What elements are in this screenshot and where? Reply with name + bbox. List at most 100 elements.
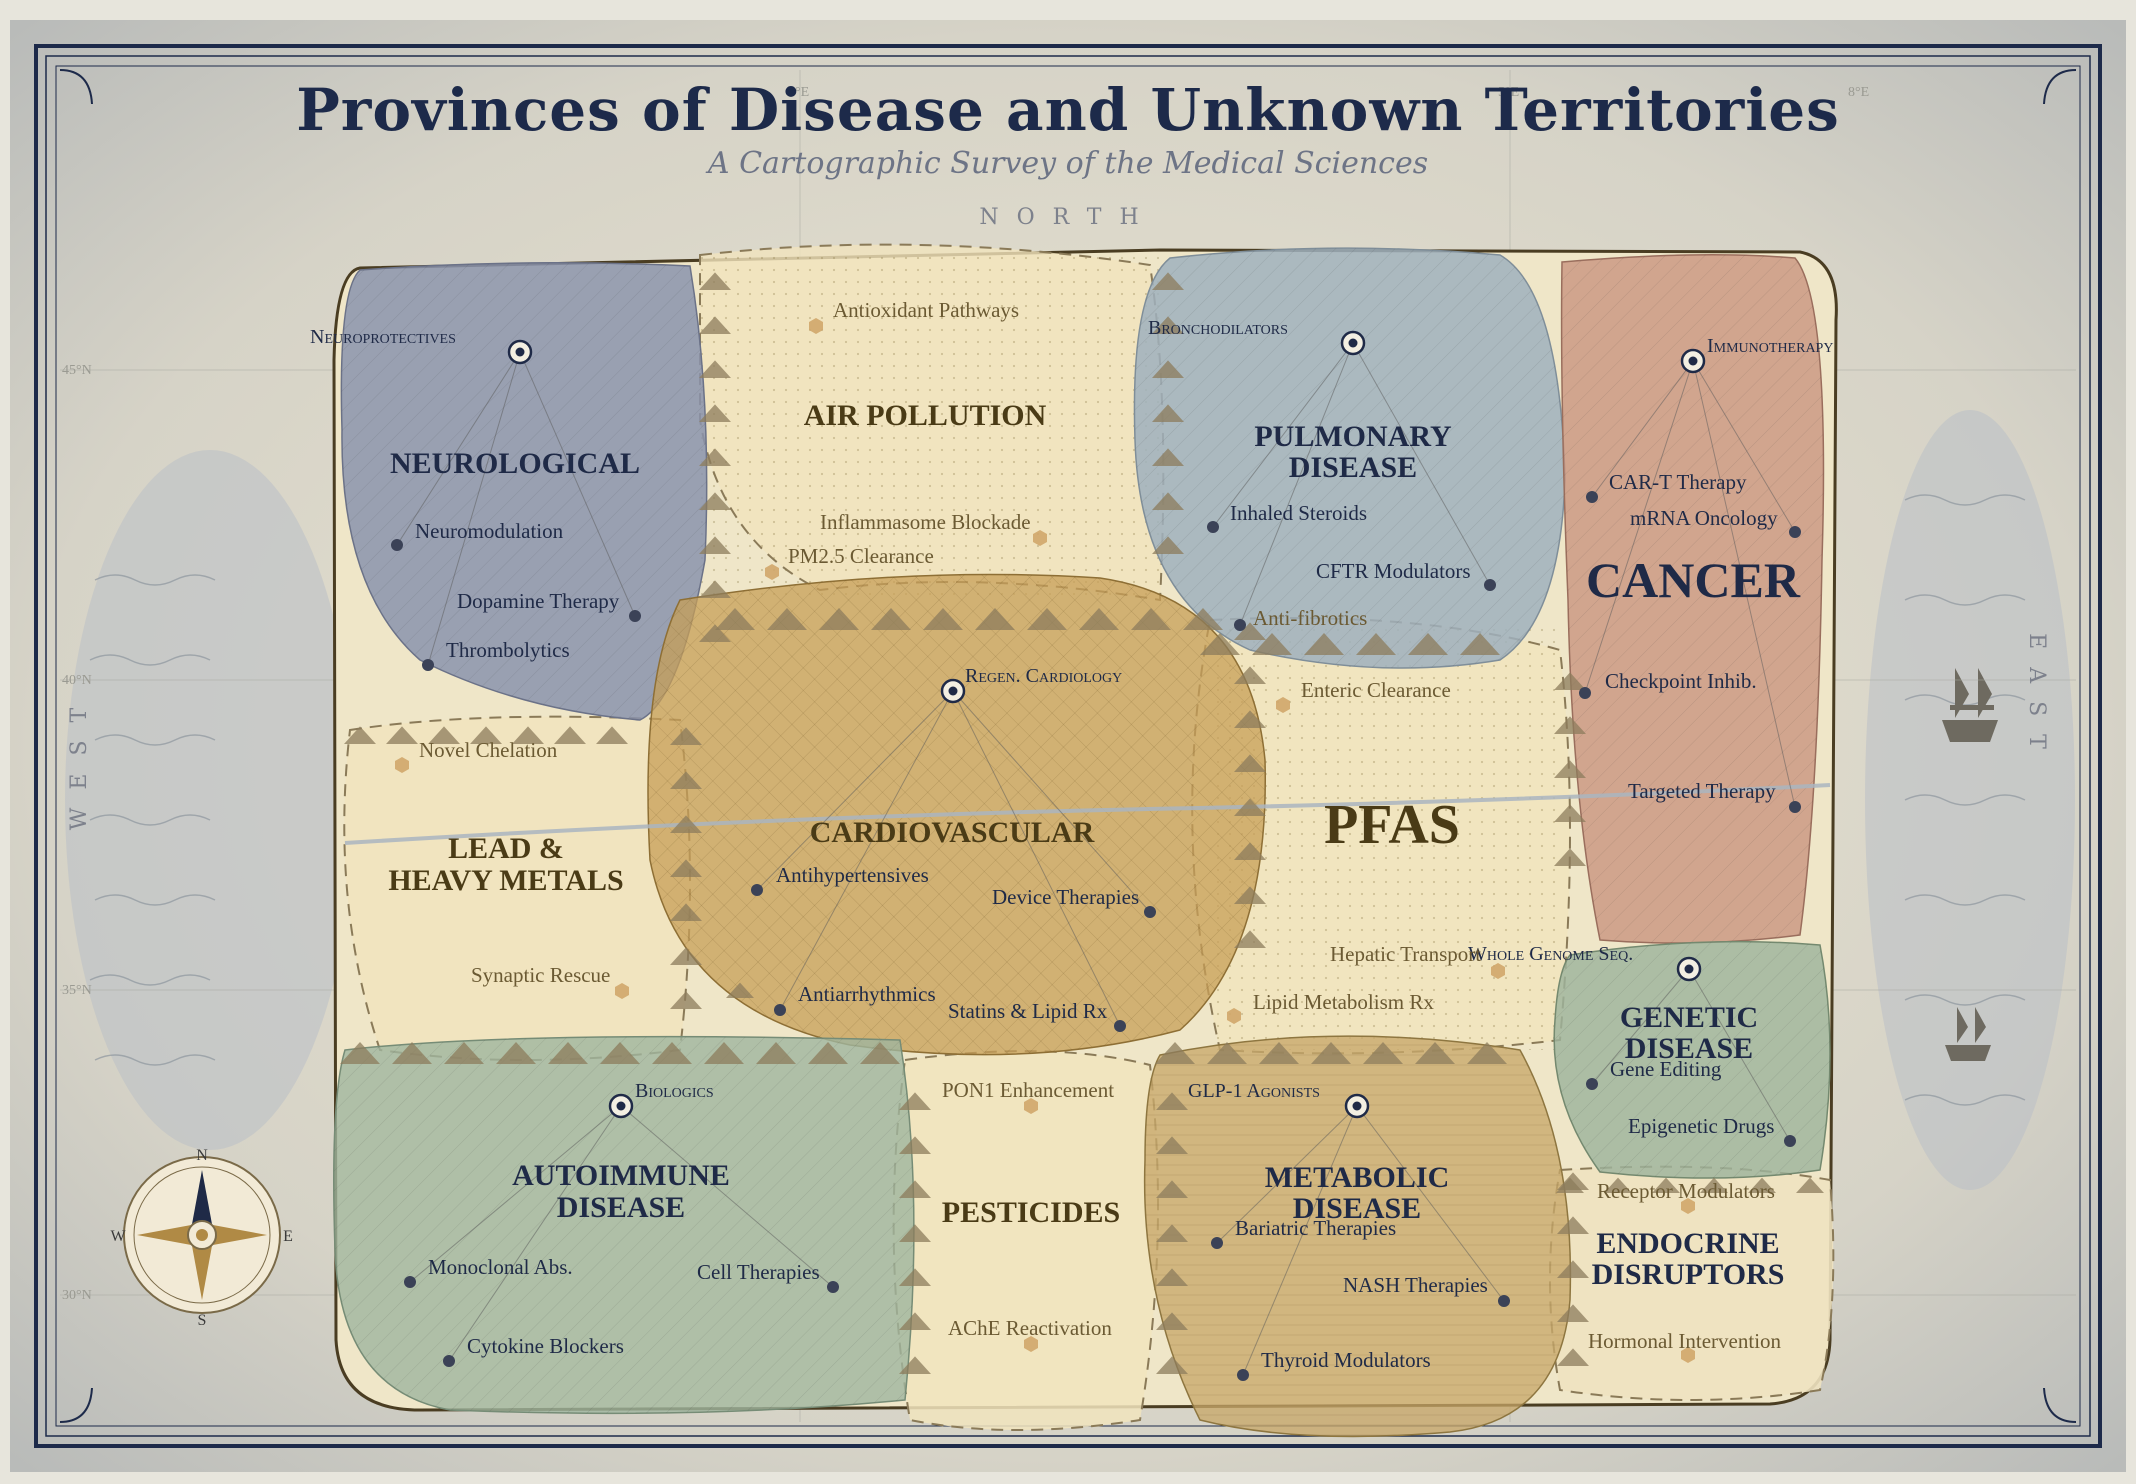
lat-label: 40°N	[62, 673, 92, 688]
territory-label-lead-line1: LEAD &	[448, 832, 564, 865]
mountain-icon	[899, 1224, 931, 1242]
mountain-icon	[756, 1042, 796, 1064]
hub-label-neuroprotectives: Neuroprotectives	[310, 326, 456, 348]
mountain-icon	[899, 1180, 931, 1198]
pfas-texture	[1210, 620, 1560, 1050]
hub-label-glp1-agonists: GLP-1 Agonists	[1188, 1080, 1320, 1102]
territory-item-hepatic-transport: Hepatic Transport	[1330, 942, 1481, 966]
therapy-label-nash-therapies: NASH Therapies	[1343, 1273, 1488, 1297]
west-sea	[65, 450, 355, 1150]
mountain-icon	[1234, 842, 1266, 860]
mountain-icon	[699, 448, 731, 466]
ship-icon	[1945, 1007, 1991, 1061]
genetic-hatch	[1554, 941, 1830, 1179]
hub-label-regen-cardiology: Regen. Cardiology	[965, 665, 1122, 687]
mountain-icon	[1652, 1177, 1680, 1193]
mountain-icon	[1234, 754, 1266, 772]
mountain-icon	[726, 982, 754, 998]
mountain-icon	[554, 726, 586, 744]
therapy-label-cell-therapies: Cell Therapies	[697, 1260, 820, 1284]
therapy-label-bariatric-therapies: Bariatric Therapies	[1235, 1216, 1396, 1240]
mountain-icon	[704, 1042, 744, 1064]
autoimmune-hatch	[333, 1036, 914, 1414]
mountain-icon	[1156, 1180, 1188, 1198]
mountain-icon	[1557, 1304, 1589, 1322]
mountain-icon	[1460, 633, 1500, 655]
mountain-icon	[596, 726, 628, 744]
mountain-icon	[899, 1312, 931, 1330]
mountain-icon	[444, 1042, 484, 1064]
mountain-icon	[808, 1042, 848, 1064]
territory-item-inflammasome-blockade: Inflammasome Blockade	[820, 510, 1031, 534]
province-label-genetic-line1: GENETIC	[1620, 1001, 1758, 1034]
mountain-icon	[1259, 1042, 1299, 1064]
mountain-icon	[1557, 1348, 1589, 1366]
map-title: Provinces of Disease and Unknown Territo…	[296, 76, 1840, 144]
mountain-icon	[1700, 1177, 1728, 1193]
mountain-icon	[1234, 710, 1266, 728]
province-label-cardiovascular: CARDIOVASCULAR	[810, 816, 1095, 849]
mountain-icon	[699, 580, 731, 598]
mountain-icon	[1152, 360, 1184, 378]
territory-item-lipid-metabolism-rx: Lipid Metabolism Rx	[1253, 990, 1434, 1014]
mountain-icon	[1156, 1356, 1188, 1374]
therapy-label-thrombolytics: Thrombolytics	[446, 638, 570, 662]
mountain-icon	[1234, 930, 1266, 948]
province-label-genetic-line2: DISEASE	[1625, 1032, 1753, 1065]
mountain-icon	[1152, 448, 1184, 466]
therapy-label-anti-fibrotics: Anti-fibrotics	[1253, 606, 1367, 630]
province-label-autoimmune-line2: DISEASE	[557, 1191, 685, 1224]
mountain-icon	[1156, 1224, 1188, 1242]
cancer-hatch	[1561, 254, 1824, 944]
mountain-icon	[899, 1356, 931, 1374]
therapy-label-neuromodulation: Neuromodulation	[415, 519, 564, 543]
mountain-icon	[715, 608, 755, 630]
therapy-label-cytokine-blockers: Cytokine Blockers	[467, 1334, 624, 1358]
mountain-icon	[975, 608, 1015, 630]
lon-label: 1°E	[788, 85, 809, 100]
mountain-icon	[670, 771, 702, 789]
mountain-icon	[1604, 1177, 1632, 1193]
lat-label: 45°N	[62, 363, 92, 378]
mountain-icon	[1155, 1042, 1195, 1064]
mountain-icon	[1252, 633, 1292, 655]
mountain-icon	[1027, 608, 1067, 630]
mountain-icon	[699, 492, 731, 510]
mountain-icon	[1557, 1216, 1589, 1234]
mountain-icon	[1554, 672, 1586, 690]
mountain-icon	[1234, 886, 1266, 904]
mountain-icon	[1234, 798, 1266, 816]
mountain-icon	[899, 1136, 931, 1154]
north-label: NORTH	[979, 205, 1156, 230]
mountain-icon	[1234, 622, 1266, 640]
pulmonary-hatch	[1134, 248, 1565, 668]
neurological-hatch	[341, 262, 707, 720]
therapy-label-dopamine-therapy: Dopamine Therapy	[457, 589, 620, 613]
mountain-icon	[1234, 666, 1266, 684]
mountain-icon	[386, 726, 418, 744]
province-label-metabolic-line2: DISEASE	[1293, 1192, 1421, 1225]
therapy-label-cftr-modulators: CFTR Modulators	[1316, 559, 1471, 583]
mountain-icon	[548, 1042, 588, 1064]
territory-markers	[395, 318, 1695, 1363]
mountain-icon	[699, 360, 731, 378]
compass-e: E	[283, 1228, 293, 1245]
mountain-icon	[1408, 633, 1448, 655]
mountain-icon	[1304, 633, 1344, 655]
mountain-icon	[699, 272, 731, 290]
therapy-label-inhaled-steroids: Inhaled Steroids	[1230, 501, 1367, 525]
therapy-label-epigenetic-drugs: Epigenetic Drugs	[1628, 1114, 1774, 1138]
therapy-label-thyroid-modulators: Thyroid Modulators	[1261, 1348, 1431, 1372]
province-label-pulmonary-line1: PULMONARY	[1254, 420, 1452, 453]
mountain-icon	[670, 947, 702, 965]
territory-label-air-pollution: AIR POLLUTION	[804, 399, 1047, 432]
mountain-icon	[670, 859, 702, 877]
mountain-icon	[819, 608, 859, 630]
hub-label-immunotherapy: Immunotherapy	[1707, 335, 1833, 357]
mountain-icon	[1200, 633, 1240, 655]
mountain-icon	[699, 536, 731, 554]
lon-label: 8°E	[1848, 85, 1869, 100]
mountain-icon	[1363, 1042, 1403, 1064]
mountain-icon	[1152, 316, 1184, 334]
